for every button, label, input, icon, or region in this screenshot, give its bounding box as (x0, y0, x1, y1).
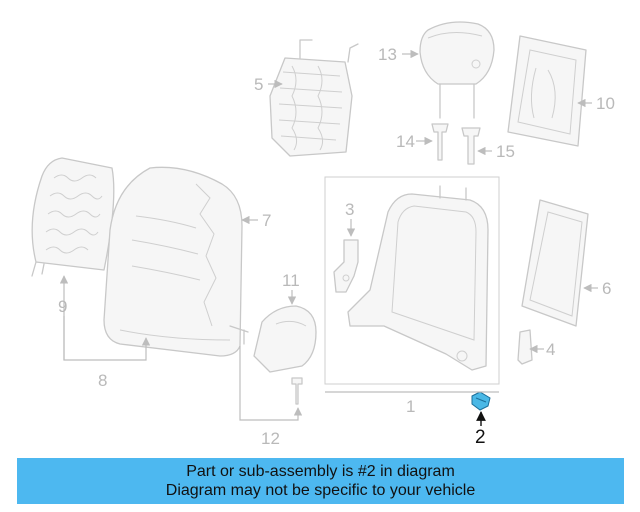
callout-1: 1 (406, 397, 415, 416)
part-1-frame-group (324, 176, 500, 385)
callout-6: 6 (602, 279, 611, 298)
banner-line-1: Part or sub-assembly is #2 in diagram (186, 463, 455, 480)
part-7-back-cover (103, 166, 243, 357)
callout-12: 12 (261, 429, 280, 448)
callout-4: 4 (546, 340, 555, 359)
part-5-spring-mat (269, 39, 359, 157)
callout-7: 7 (262, 211, 271, 230)
callout-11: 11 (282, 271, 300, 290)
leader-lines (59, 49, 598, 426)
callout-9: 9 (58, 297, 67, 316)
callout-10: 10 (596, 94, 615, 113)
callout-labels: 5 13 10 14 15 7 3 11 6 4 9 8 12 1 2 (58, 45, 615, 448)
part-12-bolts (229, 325, 303, 405)
parts-diagram: 5 13 10 14 15 7 3 11 6 4 9 8 12 1 2 (31, 21, 615, 448)
part-6-back-board (521, 199, 589, 327)
callout-8: 8 (98, 371, 107, 390)
callout-15: 15 (496, 142, 515, 161)
part-3-bracket (333, 239, 359, 293)
callout-13: 13 (378, 45, 397, 64)
callout-2: 2 (475, 427, 486, 448)
info-banner: Part or sub-assembly is #2 in diagram Di… (17, 458, 624, 504)
part-4-cap (517, 329, 533, 365)
banner-line-2: Diagram may not be specific to your vehi… (165, 482, 476, 499)
part-10-back-panel (507, 35, 587, 147)
callout-5: 5 (254, 75, 263, 94)
part-2-highlighted (471, 391, 491, 411)
part-14-guide (431, 123, 449, 161)
part-15-guide (461, 127, 481, 165)
part-11-side-shield (253, 305, 317, 373)
part-9-back-pad (31, 157, 115, 277)
callout-14: 14 (396, 132, 415, 151)
callout-3: 3 (345, 200, 354, 219)
part-13-headrest (419, 21, 495, 119)
